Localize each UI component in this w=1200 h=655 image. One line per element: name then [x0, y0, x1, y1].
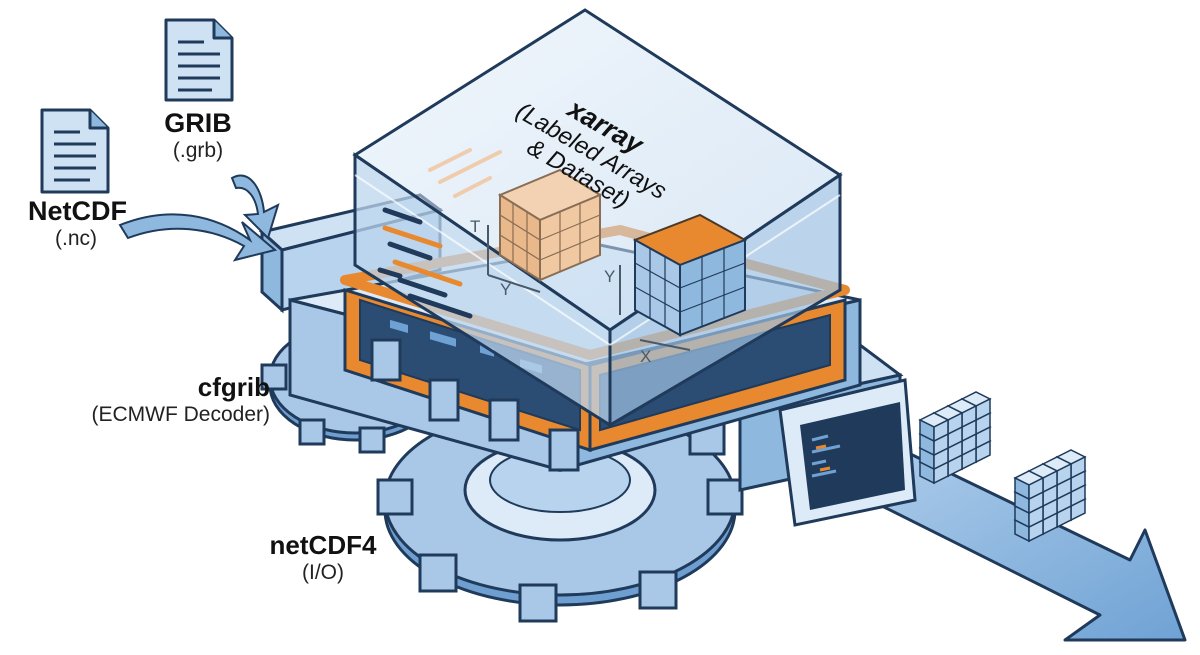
- axis-y-label-2: Y: [604, 267, 615, 286]
- netcdf4-title: netCDF4: [269, 530, 377, 560]
- axis-t-label: T: [470, 217, 480, 236]
- output-cube-array-icon: [918, 391, 1087, 543]
- input-arrow-grib: [230, 174, 280, 240]
- netcdf4-subtitle: (I/O): [302, 561, 344, 584]
- netcdf-title: NetCDF: [28, 196, 127, 226]
- cfgrib-label: cfgrib (ECMWF Decoder): [50, 372, 270, 427]
- cfgrib-title: cfgrib: [197, 372, 270, 402]
- grib-extension: (.grb): [172, 139, 224, 162]
- netcdf4-gear-icon: [376, 403, 744, 623]
- cfgrib-subtitle: (ECMWF Decoder): [91, 403, 270, 426]
- netcdf-extension: (.nc): [55, 227, 97, 250]
- netcdf-label: NetCDF (.nc): [28, 196, 127, 251]
- netcdf-document-icon: [40, 108, 110, 194]
- data-cube-1: [497, 168, 603, 282]
- axis-x-label: X: [640, 347, 651, 366]
- axis-y-label-1: Y: [500, 280, 511, 299]
- grib-label: GRIB (.grb): [150, 108, 246, 163]
- xarray-core-box: [352, 8, 843, 428]
- output-cube: [933, 418, 949, 443]
- netcdf4-label: netCDF4 (I/O): [258, 530, 388, 585]
- data-cube-2: [632, 213, 748, 337]
- grib-document-icon: [164, 18, 234, 102]
- input-arrow-netcdf: [118, 213, 278, 262]
- grib-title: GRIB: [164, 108, 232, 138]
- output-cube: [1028, 476, 1044, 501]
